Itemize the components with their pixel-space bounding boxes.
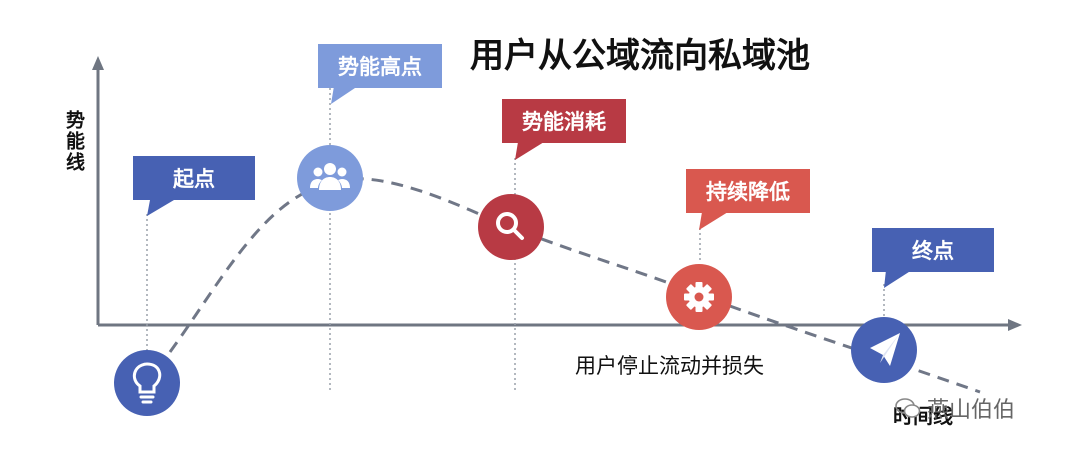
gear-icon bbox=[684, 282, 714, 312]
stage-marker-start bbox=[114, 350, 180, 416]
y-axis-label: 势能线 bbox=[63, 110, 85, 173]
callout-consume: 势能消耗 bbox=[502, 99, 626, 143]
x-axis-label: 时间线 bbox=[893, 404, 953, 428]
callout-start: 起点 bbox=[133, 156, 255, 200]
callout-tail-decline bbox=[699, 212, 728, 230]
callout-consume-label: 势能消耗 bbox=[522, 110, 606, 134]
watermark: 燕山伯伯 bbox=[895, 392, 1015, 424]
callout-peak-label: 势能高点 bbox=[338, 55, 422, 79]
callout-tail-peak bbox=[331, 86, 358, 104]
stage-marker-consume bbox=[478, 194, 544, 260]
watermark-text: 燕山伯伯 bbox=[927, 398, 1016, 423]
loss-note: 用户停止流动并损失 bbox=[575, 354, 764, 378]
callout-tail-end bbox=[884, 270, 912, 288]
callout-tail-start bbox=[147, 200, 174, 216]
search-icon bbox=[496, 212, 524, 240]
callout-decline-label: 持续降低 bbox=[706, 180, 790, 204]
users-group-icon bbox=[310, 163, 350, 190]
callout-start-label: 起点 bbox=[173, 167, 215, 191]
callout-end-label: 终点 bbox=[912, 239, 954, 263]
paper-plane-icon bbox=[870, 333, 900, 366]
callout-tail-consume bbox=[515, 142, 544, 160]
callout-end: 终点 bbox=[872, 228, 994, 272]
lightbulb-icon bbox=[132, 362, 162, 404]
callout-peak: 势能高点 bbox=[318, 44, 442, 88]
callout-decline: 持续降低 bbox=[686, 169, 810, 213]
x-axis-arrow bbox=[1008, 319, 1022, 331]
diagram-title: 用户从公域流向私域池 bbox=[470, 36, 810, 76]
wechat-icon bbox=[895, 397, 921, 419]
y-axis-arrow bbox=[92, 56, 104, 70]
